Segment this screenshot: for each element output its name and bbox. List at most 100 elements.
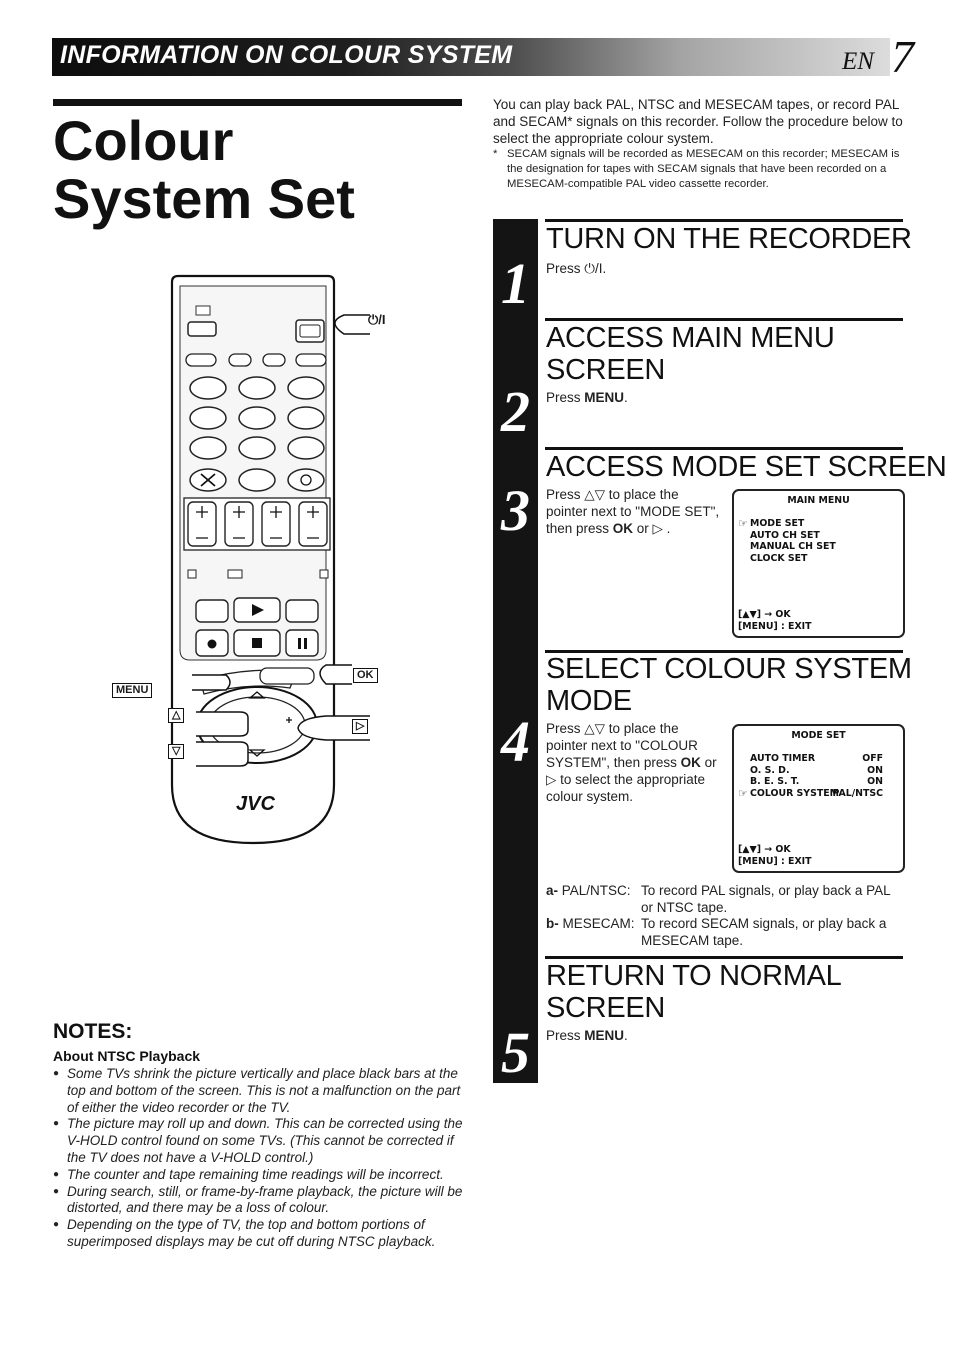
mode-set-screen: MODE SET AUTO TIMER OFF O. S. D. ON B. E…	[732, 724, 905, 873]
step-number-4: 4	[501, 709, 530, 774]
down-arrow-label: ▽	[168, 744, 185, 759]
footnote: * SECAM signals will be recorded as MESE…	[493, 147, 903, 192]
header-bar	[52, 38, 890, 76]
title-rule	[53, 99, 462, 106]
mode-b-desc: To record SECAM signals, or play back a …	[641, 916, 887, 948]
mode-item-colour-system: COLOUR SYSTEM PAL/NTSC	[750, 788, 883, 800]
step-5-press: Press	[546, 1028, 581, 1043]
step-number-1: 1	[501, 251, 530, 316]
mode-value-colour-system: PAL/NTSC	[832, 787, 883, 799]
mode-label-auto-timer: AUTO TIMER	[750, 753, 816, 764]
step-4-text-a: Press △▽ to place the pointer next to "C…	[546, 721, 698, 770]
mode-item-best: B. E. S. T. ON	[750, 776, 883, 788]
step-4-rule	[545, 650, 903, 653]
mode-a-letter: a-	[546, 883, 559, 898]
step-1-title: TURN ON THE RECORDER	[546, 223, 912, 255]
footnote-text: SECAM signals will be recorded as MESECA…	[507, 148, 900, 190]
step-5-end: .	[624, 1028, 628, 1043]
step-number-3: 3	[501, 478, 530, 543]
step-4-title-line-2: MODE	[546, 685, 632, 717]
right-arrow-label: ▷	[352, 719, 369, 734]
menu-pointer-icon: ☞	[738, 517, 748, 530]
step-2-rule	[545, 318, 903, 321]
intro-text: You can play back PAL, NTSC and MESECAM …	[493, 97, 903, 146]
mode-label-osd: O. S. D.	[750, 764, 790, 776]
mode-exit-hint: [MENU] : EXIT	[738, 856, 812, 867]
step-number-2: 2	[501, 379, 530, 444]
power-symbol: ⏻/I	[584, 261, 603, 276]
step-1-press: Press	[546, 261, 581, 276]
mode-b-letter: b-	[546, 916, 559, 931]
mode-a-key: a- PAL/NTSC:	[546, 882, 641, 899]
page-title: Colour System Set	[53, 112, 473, 228]
step-1-rule	[545, 219, 903, 222]
note-item: Depending on the type of TV, the top and…	[53, 1217, 463, 1251]
step-3-title: ACCESS MODE SET SCREEN	[546, 451, 947, 483]
mode-pointer-icon: ☞	[738, 786, 748, 800]
step-3-text-b: or ▷ .	[633, 521, 671, 536]
mode-value-best: ON	[867, 776, 883, 787]
step-4-title-line-1: SELECT COLOUR SYSTEM	[546, 653, 912, 685]
mode-b-name: MESECAM:	[558, 916, 635, 931]
mode-nav-hint: [▲▼] → OK	[738, 844, 791, 855]
notes-subtitle: About NTSC Playback	[53, 1048, 201, 1064]
language-code: EN	[842, 48, 874, 75]
mode-value-auto-timer: OFF	[862, 753, 883, 764]
menu-item-clock-set: CLOCK SET	[750, 552, 808, 564]
step-5-title-line-1: RETURN TO NORMAL	[546, 960, 842, 992]
main-menu-header: MAIN MENU	[787, 495, 850, 506]
mode-a-name: PAL/NTSC:	[558, 883, 631, 898]
mode-b-key: b- MESECAM:	[546, 915, 641, 932]
menu-key-label: MENU	[584, 390, 625, 405]
step-3-text-a: Press △▽ to place the pointer next to "M…	[546, 487, 720, 536]
step-2-body: Press MENU.	[546, 389, 628, 406]
step-2-press: Press	[546, 390, 581, 405]
mode-label-best: B. E. S. T.	[750, 776, 800, 787]
ok-key-label-2: OK	[680, 755, 701, 770]
note-item: During search, still, or frame-by-frame …	[53, 1184, 463, 1218]
remote-control-illustration	[170, 274, 370, 845]
notes-list: Some TVs shrink the picture vertically a…	[53, 1066, 463, 1251]
menu-nav-hint: [▲▼] → OK	[738, 609, 791, 620]
mode-label-colour-system: COLOUR SYSTEM	[750, 787, 839, 799]
step-2-title-line-2: SCREEN	[546, 354, 666, 386]
power-button-label: ⏻/I	[368, 312, 386, 327]
notes-title: NOTES:	[53, 1020, 133, 1043]
step-number-column: 1 2 3 4 5	[493, 219, 538, 1083]
ok-button-label: OK	[353, 668, 378, 683]
step-5-rule	[545, 956, 903, 959]
step-3-body: Press △▽ to place the pointer next to "M…	[546, 486, 721, 537]
step-2-title: ACCESS MAIN MENU SCREEN	[546, 322, 835, 386]
page-number: 7	[891, 31, 914, 82]
step-5-title: RETURN TO NORMAL SCREEN	[546, 960, 842, 1024]
step-5-title-line-2: SCREEN	[546, 992, 666, 1024]
page-title-line-1: Colour	[53, 109, 234, 172]
footnote-mark: *	[493, 148, 498, 160]
up-arrow-label: △	[168, 708, 185, 723]
note-item: The picture may roll up and down. This c…	[53, 1116, 463, 1166]
mode-a-desc: To record PAL signals, or play back a PA…	[641, 883, 891, 915]
step-3-rule	[545, 447, 903, 450]
mode-set-header: MODE SET	[791, 730, 846, 741]
step-4-text-b: or ▷ to select the appropriate colour sy…	[546, 755, 717, 804]
menu-key-label-2: MENU	[584, 1028, 625, 1043]
mode-item-osd: O. S. D. ON	[750, 765, 883, 777]
step-2-title-line-1: ACCESS MAIN MENU	[546, 322, 835, 354]
ok-key-label: OK	[612, 521, 634, 536]
menu-item-mode-set: MODE SET	[750, 518, 805, 529]
step-1-end: .	[602, 261, 607, 276]
step-4-body: Press △▽ to place the pointer next to "C…	[546, 720, 721, 805]
step-number-5: 5	[501, 1020, 530, 1085]
menu-exit-hint: [MENU] : EXIT	[738, 621, 812, 632]
step-5-body: Press MENU.	[546, 1027, 628, 1044]
step-4-title: SELECT COLOUR SYSTEM MODE	[546, 653, 912, 717]
mode-item-auto-timer: AUTO TIMER OFF	[750, 753, 883, 765]
note-item: Some TVs shrink the picture vertically a…	[53, 1066, 463, 1116]
main-menu-screen: MAIN MENU ☞ MODE SET AUTO CH SET MANUAL …	[732, 489, 905, 638]
mode-definition-b: b- MESECAM: To record SECAM signals, or …	[546, 915, 904, 949]
menu-button-label: MENU	[112, 683, 153, 698]
step-1-body: Press ⏻/I.	[546, 260, 606, 277]
section-title: INFORMATION ON COLOUR SYSTEM	[60, 41, 513, 69]
note-item: The counter and tape remaining time read…	[53, 1167, 463, 1184]
menu-item-auto-ch-set: AUTO CH SET	[750, 529, 820, 541]
